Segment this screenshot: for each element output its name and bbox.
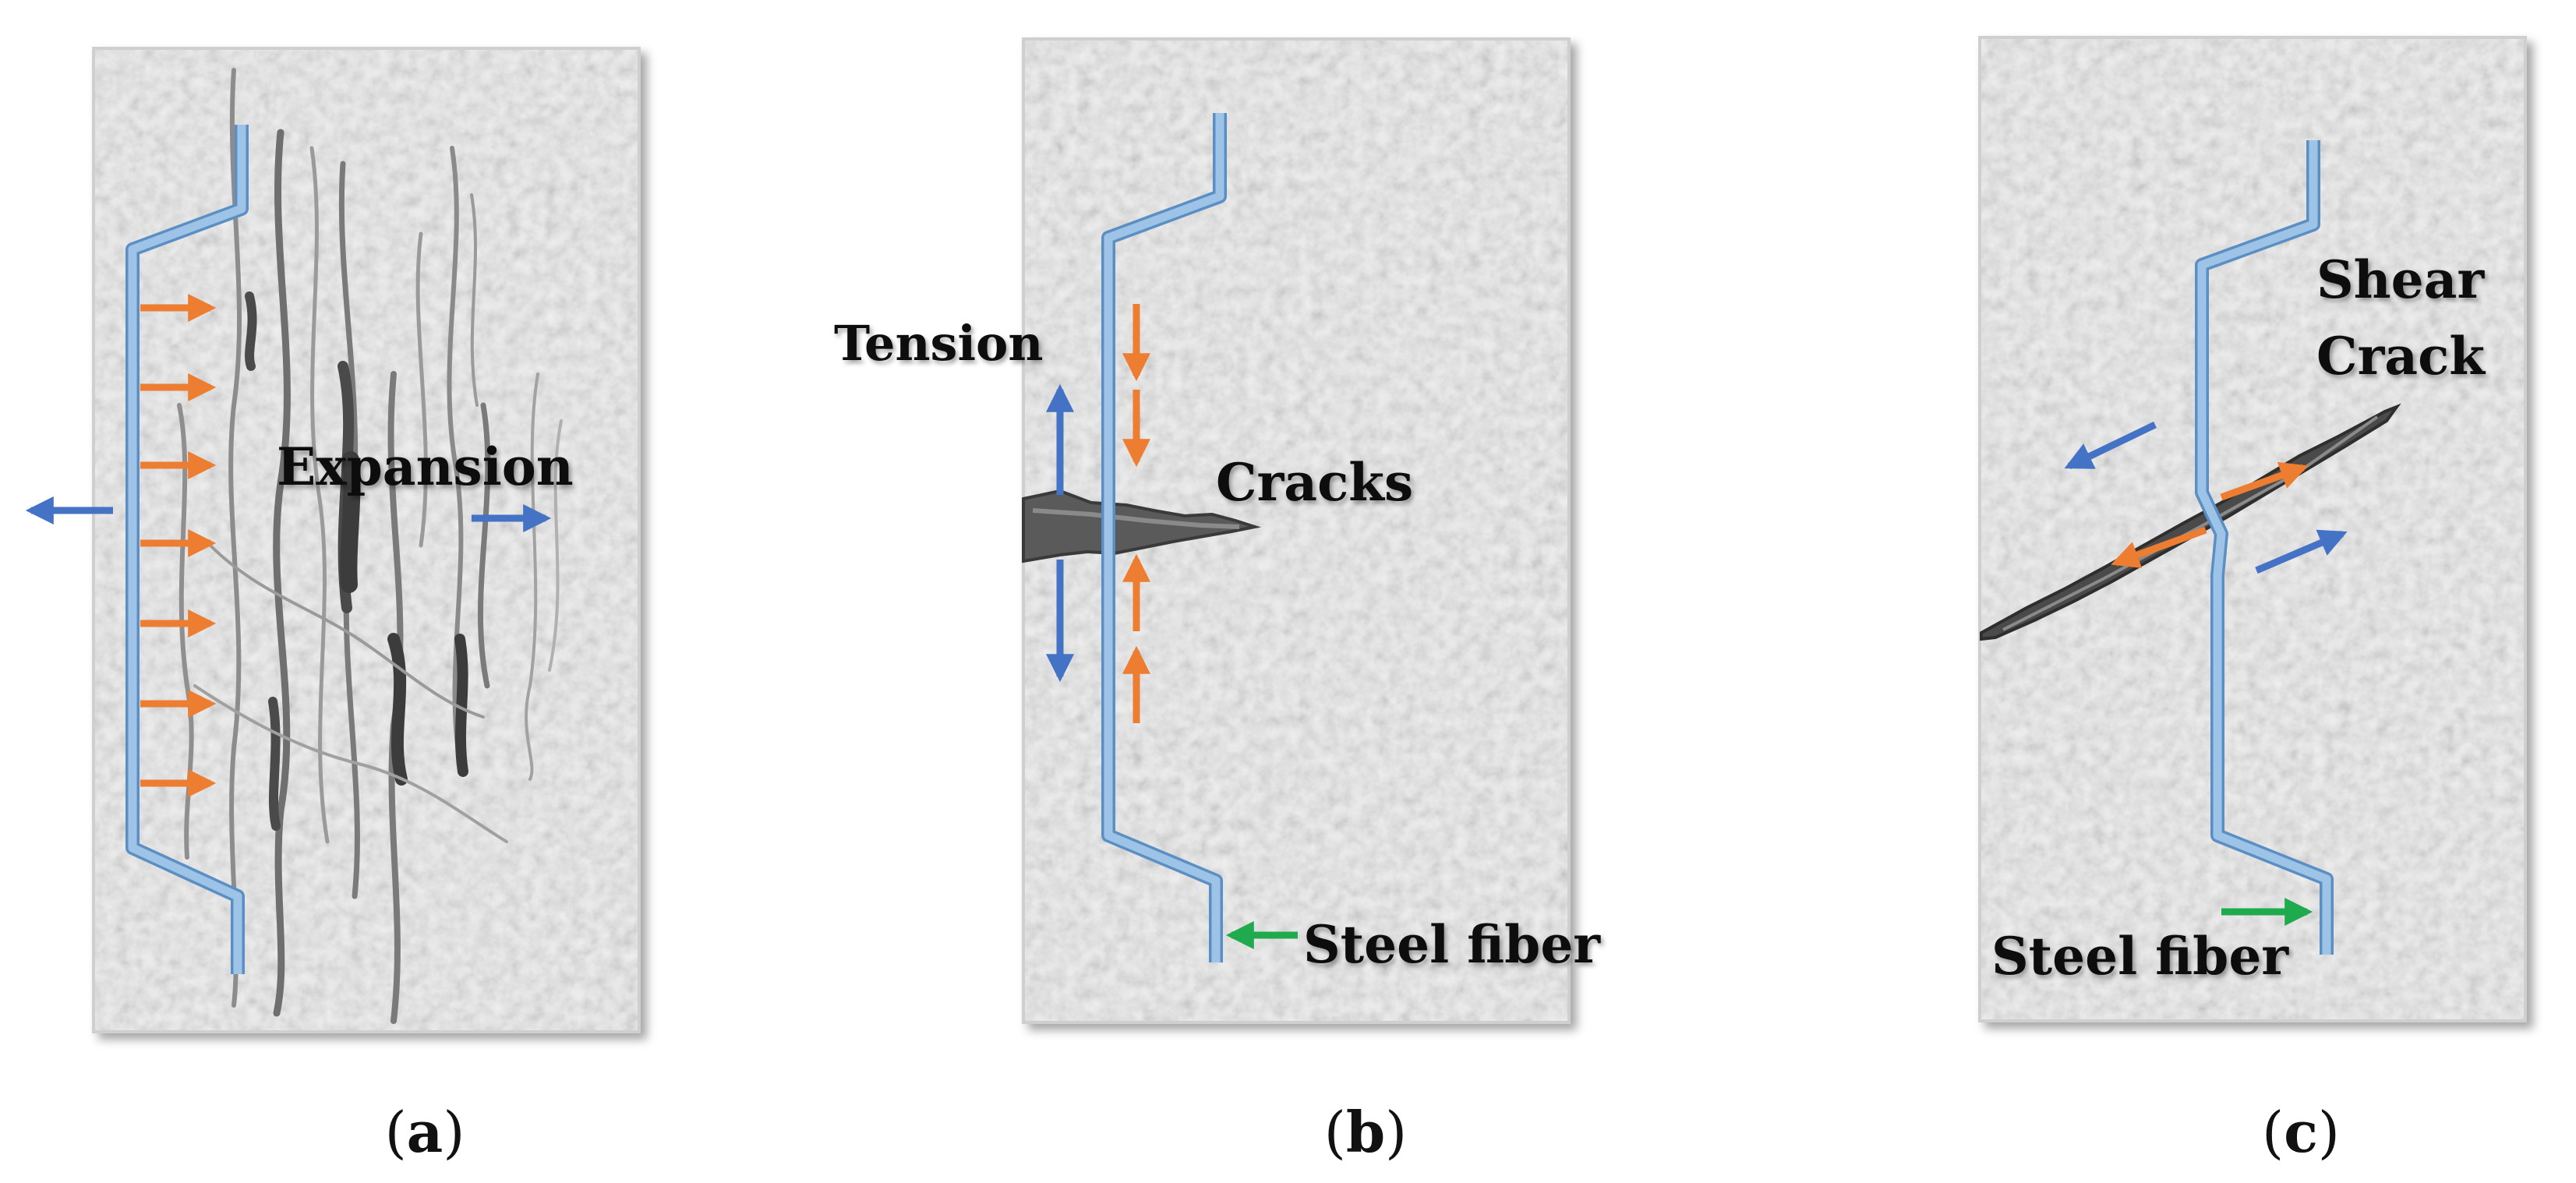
caption-b: (b) [1324, 1099, 1408, 1165]
caption-c: (c) [2262, 1099, 2340, 1165]
crack-label: Crack [2316, 326, 2486, 387]
expansion-label: Expansion [277, 436, 574, 497]
tension-label: Tension [834, 315, 1043, 372]
caption-a: (a) [385, 1099, 465, 1165]
steel-fiber-label-b: Steel fiber [1303, 914, 1601, 975]
slip-force-arrows [2064, 421, 2348, 574]
shear-label: Shear [2316, 249, 2485, 310]
expansion-force-arrows [140, 294, 217, 797]
panel-b: Tension Cracks Steel fiber (b) [834, 37, 1601, 1165]
steel-fiber-label-c: Steel fiber [1991, 926, 2289, 987]
panel-c: Shear Crack Steel fiber (c) [1978, 36, 2527, 1165]
outward-force-arrows [25, 496, 552, 532]
cracks-label: Cracks [1216, 452, 1413, 513]
expansion-cracks [177, 68, 563, 1024]
tension-crack [1022, 489, 1261, 563]
shear-force-arrows [2111, 461, 2309, 569]
panel-a: Expansion (a) [25, 47, 641, 1165]
